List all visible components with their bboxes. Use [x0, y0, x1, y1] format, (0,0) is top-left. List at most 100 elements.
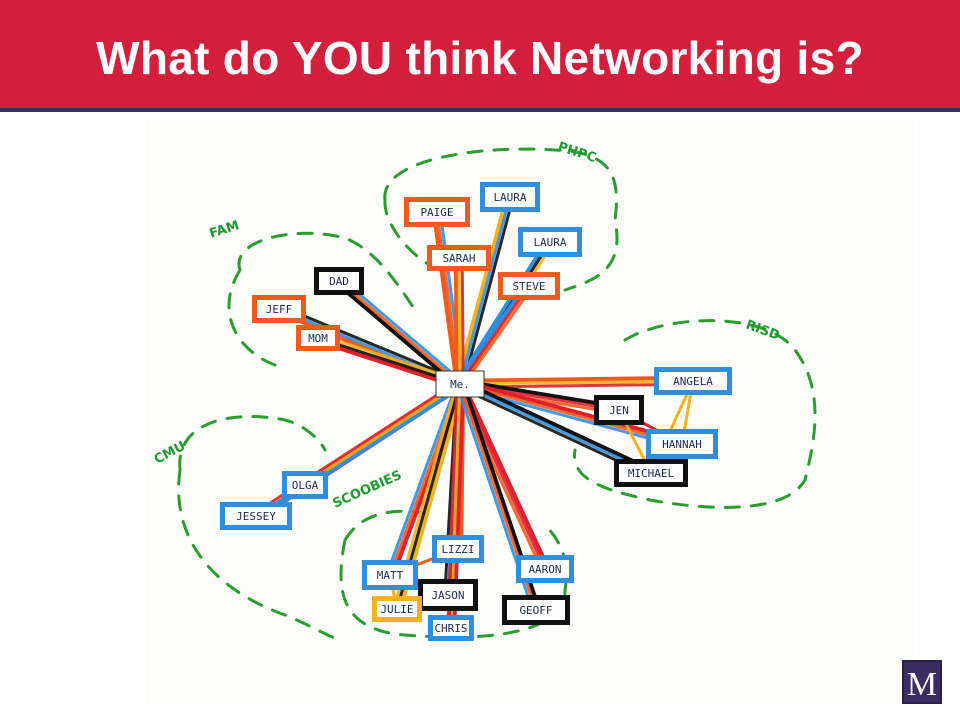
edge-matt [385, 381, 459, 576]
edge-laura1 [458, 195, 512, 386]
node-fill [503, 277, 555, 295]
group-ring-php [383, 147, 619, 292]
node-fill [651, 434, 713, 454]
group-ring-risd [573, 319, 817, 509]
node-julie: JULIE [372, 596, 422, 622]
edge-dad [337, 279, 462, 386]
node-laura1: LAURA [480, 182, 540, 212]
node-fill [409, 202, 465, 222]
edge-jen [458, 378, 622, 409]
group-label-risd: RISD [744, 318, 782, 344]
node-label-jeff: JEFF [266, 303, 293, 316]
node-label-steve: STEVE [512, 280, 545, 293]
node-label-jen: JEN [609, 404, 629, 417]
node-label-chris: CHRIS [434, 622, 467, 635]
node-chris: CHRIS [428, 615, 474, 641]
edge-dad [334, 281, 460, 389]
node-olga: OLGA [282, 471, 328, 499]
node-label-laura1: LAURA [493, 191, 526, 204]
group-ring-cmu [177, 415, 342, 642]
edge-dad [339, 277, 464, 384]
node-steve: STEVE [498, 272, 560, 300]
edge-aaron [460, 380, 550, 570]
edge-michael [459, 379, 655, 473]
edge-sarah [460, 256, 465, 386]
edge-sarah [453, 256, 459, 387]
node-jason: JASON [418, 579, 478, 611]
node-label-jason: JASON [431, 589, 464, 602]
node-fill [433, 620, 469, 636]
node-matt: MATT [362, 560, 418, 590]
edge-jeff [278, 304, 463, 383]
edge-michael [458, 382, 653, 475]
node-label-sarah: SARAH [442, 252, 475, 265]
edge-laura1 [461, 196, 515, 387]
node-fill [659, 372, 727, 390]
title-bar [0, 0, 960, 112]
node-paige: PAIGE [404, 197, 470, 227]
center-node-label: Me. [450, 378, 470, 391]
edge-hannah [458, 378, 685, 443]
node-fill [423, 584, 473, 606]
slide-title: What do YOU think Networking is? [96, 32, 864, 84]
node-label-mom: MOM [308, 332, 328, 345]
nodes: PAIGE LAURA LAURA SARAH STEVE DAD JEFF MOM ANGEL… [220, 182, 732, 641]
edge-hannah [458, 382, 684, 446]
node-fill [485, 187, 535, 207]
node-fill [257, 300, 301, 318]
node-label-dad: DAD [329, 275, 349, 288]
edge-steve [455, 282, 529, 385]
node-fill [619, 464, 683, 482]
node-fill [437, 540, 479, 558]
edge-sarah [457, 256, 462, 386]
node-label-matt: MATT [377, 569, 404, 582]
node-jen: JEN [594, 395, 644, 425]
edge-steve [458, 284, 531, 386]
node-fill [507, 600, 565, 620]
group-label-scoobies: SCOOBIES [331, 468, 405, 512]
network-diagram-svg: PAIGE LAURA LAURA SARAH STEVE DAD JEFF MOM ANGEL… [152, 140, 817, 642]
group-label-php: PHPC [556, 140, 598, 166]
node-lizzi: LIZZI [432, 535, 484, 563]
group-label-fam: FAM [208, 218, 242, 242]
edge-laura1 [454, 194, 509, 386]
node-label-jessey: JESSEY [236, 510, 276, 523]
node-fill [287, 476, 323, 494]
node-angela: ANGELA [654, 367, 732, 395]
node-jeff: JEFF [252, 295, 306, 323]
edge-mom [315, 339, 462, 390]
node-label-aaron: AARON [528, 563, 561, 576]
edge-steve [461, 286, 534, 388]
node-label-laura2: LAURA [533, 236, 566, 249]
node-fill [225, 507, 287, 525]
node-fill [301, 330, 335, 346]
node-fill [440, 375, 480, 393]
node-jessey: JESSEY [220, 502, 292, 530]
network-diagram: PAIGE LAURA LAURA SARAH STEVE DAD JEFF MOM ANGEL… [145, 120, 913, 705]
m-monogram-icon: M [902, 660, 942, 704]
node-label-geoff: GEOFF [519, 604, 552, 617]
node-label-paige: PAIGE [420, 206, 453, 219]
node-fill [521, 560, 569, 578]
node-label-angela: ANGELA [673, 375, 713, 388]
node-fill [523, 232, 577, 252]
node-label-hannah: HANNAH [662, 438, 702, 451]
node-hannah: HANNAH [646, 429, 718, 459]
node-fill [377, 601, 417, 617]
node-label-lizzi: LIZZI [441, 543, 474, 556]
node-label-olga: OLGA [292, 479, 319, 492]
node-michael: MICHAEL [614, 459, 688, 487]
node-fill [367, 565, 413, 585]
node-mom: MOM [296, 325, 340, 351]
node-fill [599, 400, 639, 420]
node-label-michael: MICHAEL [628, 467, 675, 480]
group-label-cmu: CMU [152, 439, 188, 468]
node-geoff: GEOFF [502, 595, 570, 625]
node-fill [319, 272, 359, 290]
node-aaron: AARON [516, 555, 574, 583]
group-ring-fam [227, 231, 417, 367]
node-sarah: SARAH [427, 245, 491, 271]
node-laura2: LAURA [518, 227, 582, 257]
node-fill [432, 250, 486, 266]
